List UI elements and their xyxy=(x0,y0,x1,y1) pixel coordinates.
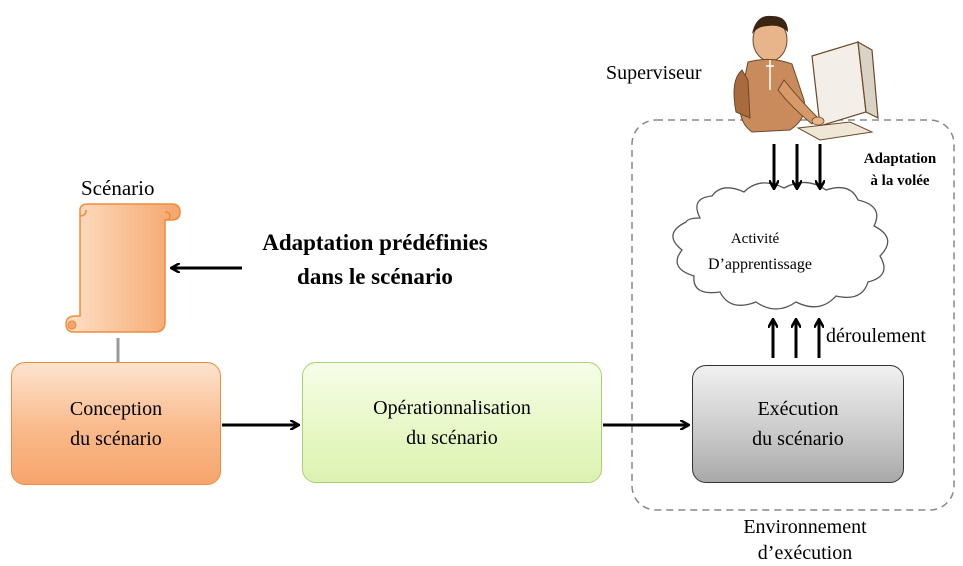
predefined-adaptation-label: Adaptation prédéfinies dans le scénario xyxy=(230,226,520,294)
on-the-fly-adaptation-label: Adaptation à la volée xyxy=(845,148,955,192)
execution-environment-label: Environnement d’exécution xyxy=(690,514,920,566)
learning-activity-line2: D’apprentissage xyxy=(708,256,812,273)
scenario-title: Scénario xyxy=(81,176,155,200)
supervisor-label: Superviseur xyxy=(606,62,702,84)
operationalisation-box: Opérationnalisation du scénario xyxy=(302,362,602,483)
scroll-icon xyxy=(65,203,181,333)
on-the-fly-line2: à la volée xyxy=(870,173,930,189)
operationalisation-line1: Opérationnalisation xyxy=(373,396,531,419)
predefined-adaptation-line1: Adaptation prédéfinies xyxy=(262,230,488,255)
supervisor-icon xyxy=(733,15,879,141)
environment-line1: Environnement xyxy=(743,516,867,538)
learning-activity-line1: Activité xyxy=(730,231,780,247)
environment-line2: d’exécution xyxy=(757,542,853,564)
execution-box: Exécution du scénario xyxy=(692,365,904,483)
predefined-adaptation-line2: dans le scénario xyxy=(297,264,453,289)
unfolding-arrows xyxy=(773,320,819,358)
execution-line2: du scénario xyxy=(752,428,844,450)
conception-line2: du scénario xyxy=(70,427,162,450)
operationalisation-line2: du scénario xyxy=(406,426,498,449)
on-the-fly-line1: Adaptation xyxy=(863,151,937,167)
unfolding-label: déroulement xyxy=(826,325,926,347)
execution-line1: Exécution xyxy=(757,398,839,420)
conception-box: Conception du scénario xyxy=(11,362,221,485)
conception-line1: Conception xyxy=(69,397,163,420)
on-the-fly-arrows xyxy=(774,144,820,188)
